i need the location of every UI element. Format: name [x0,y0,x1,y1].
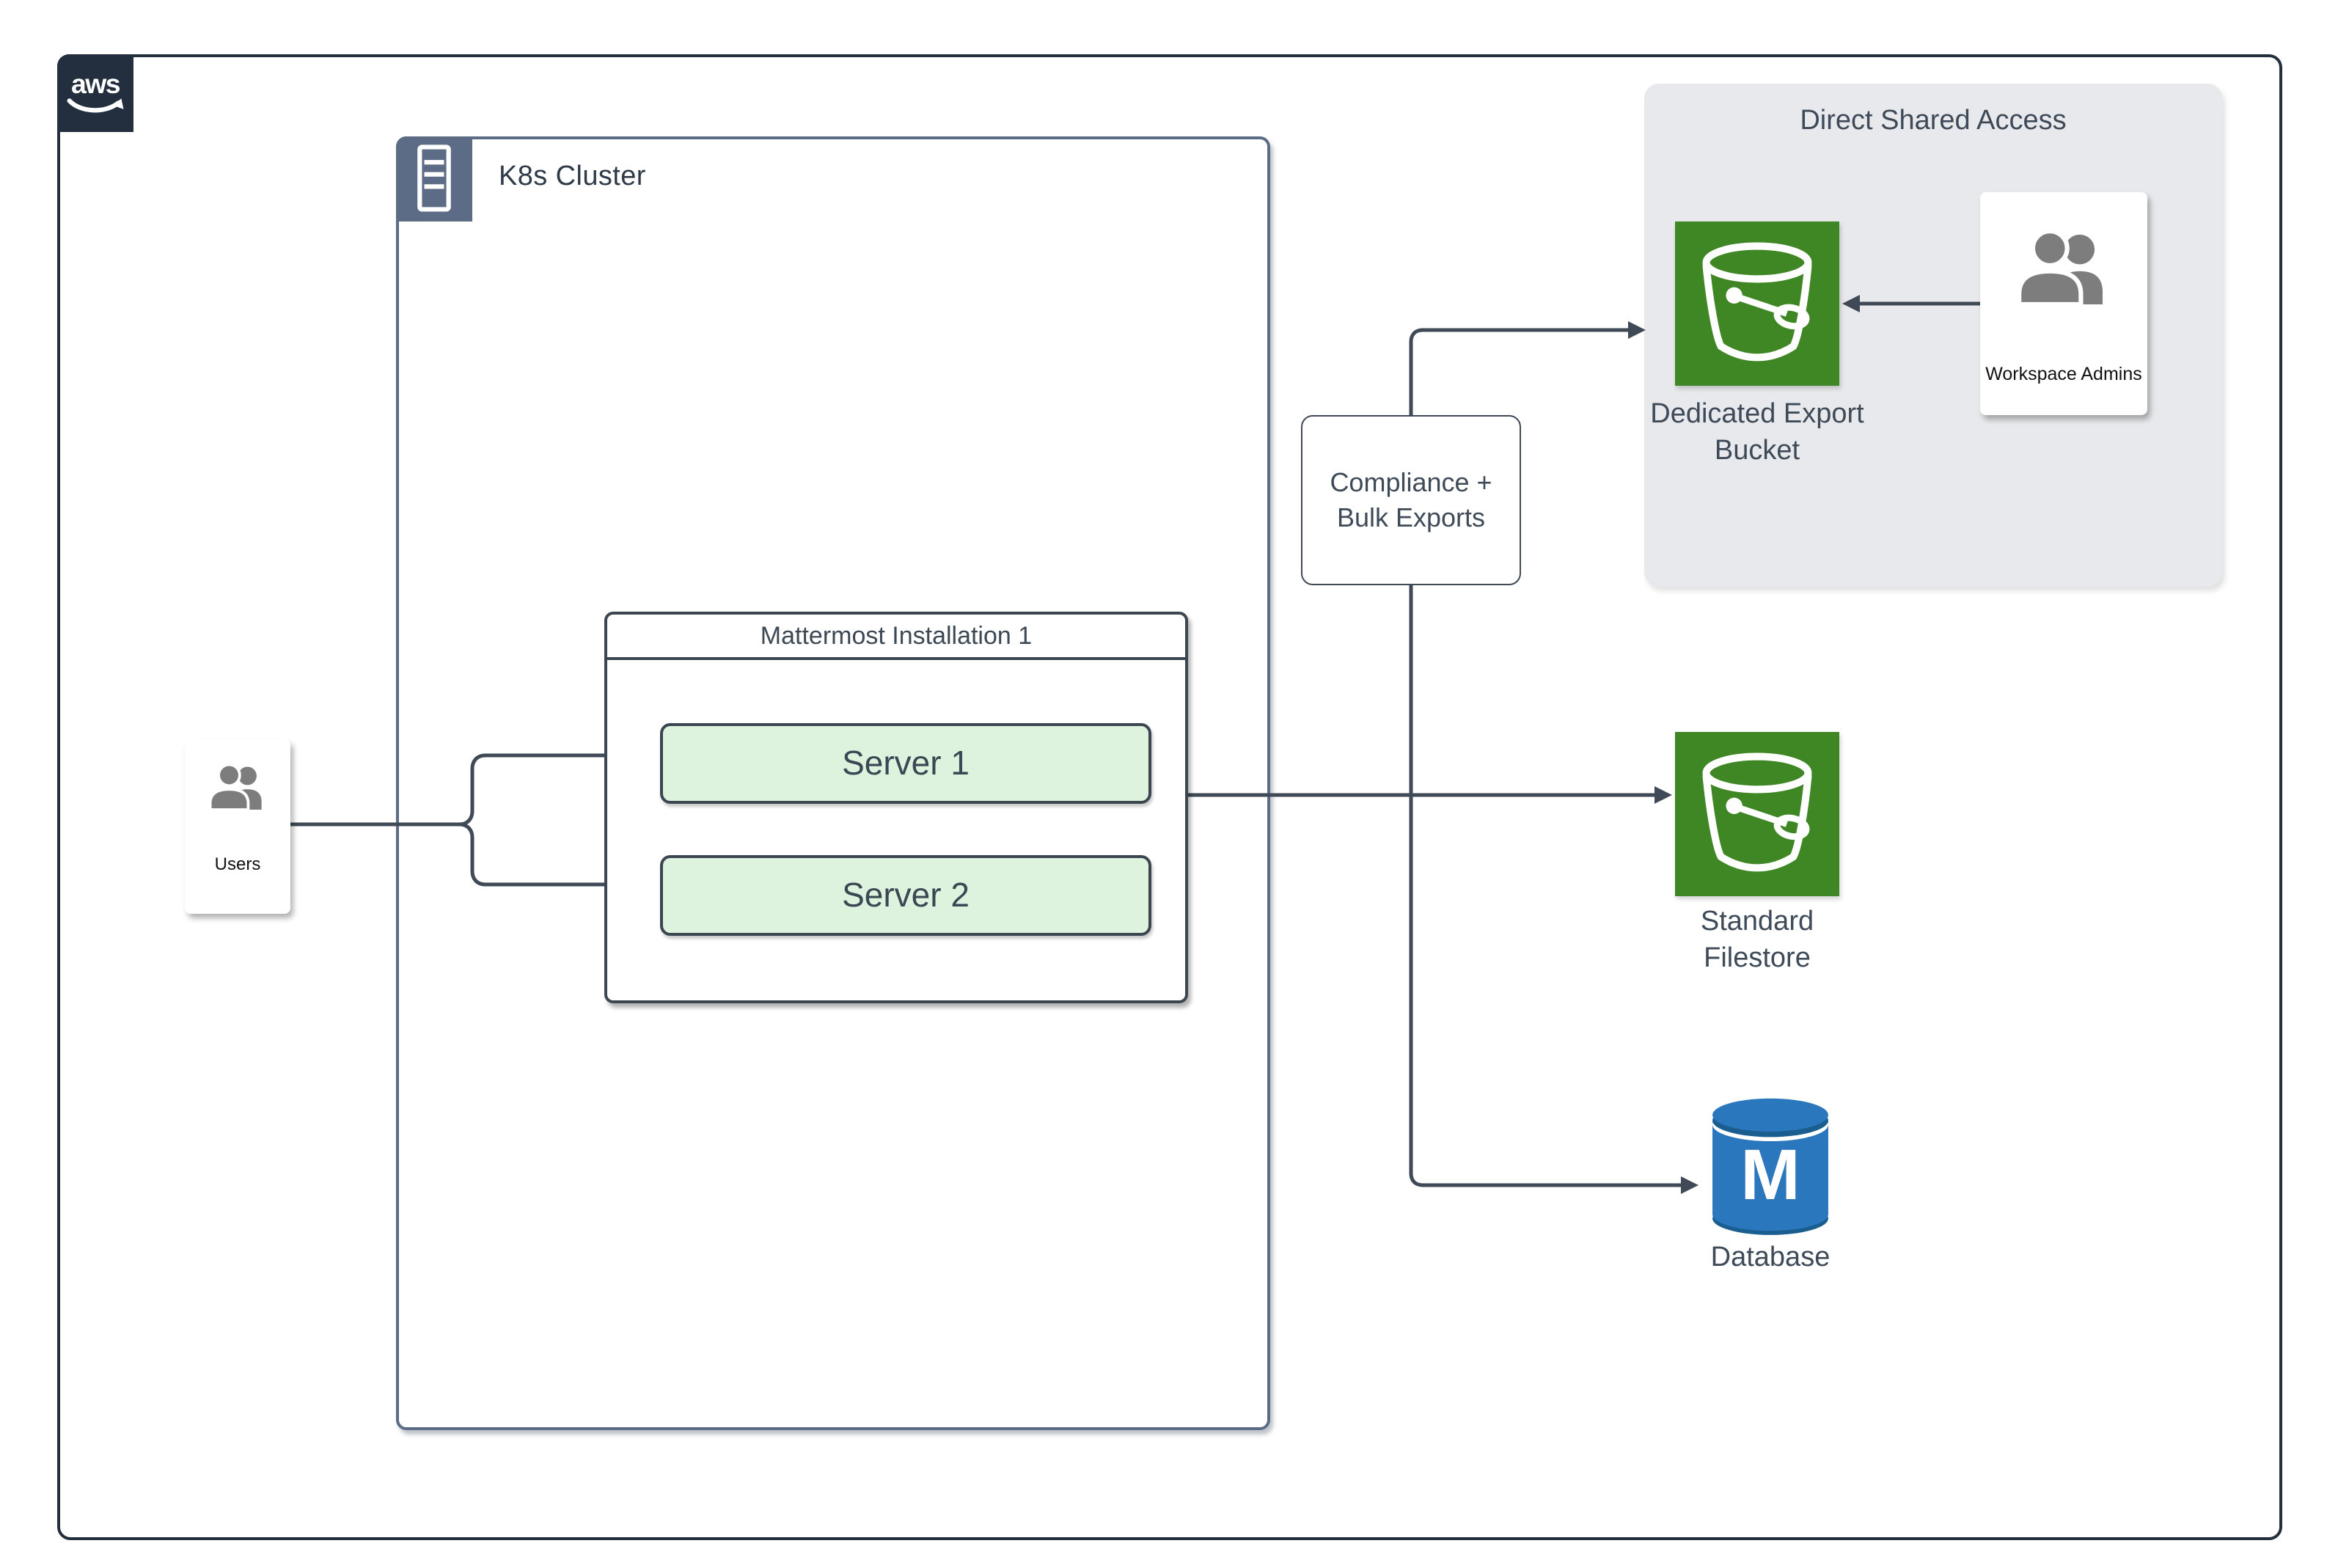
users-label: Users [214,854,261,874]
server-1-label: Server 1 [842,744,970,782]
workspace-admins-label: Workspace Admins [1985,364,2142,384]
mattermost-installation-container [604,612,1188,1003]
standard-filestore-label-line1: Standard [1700,906,1814,937]
k8s-cluster-label: K8s Cluster [499,161,646,192]
standard-filestore-label: Standard Filestore [1610,904,1904,977]
dedicated-export-bucket-label: Dedicated Export Bucket [1581,396,1933,469]
mattermost-installation-title: Mattermost Installation 1 [760,622,1033,650]
s3-bucket-icon [1702,242,1812,362]
aws-boundary-frame [57,54,2282,1540]
standard-filestore-node [1675,732,1839,896]
compliance-bulk-exports-node: Compliance + Bulk Exports [1301,415,1521,585]
compliance-label-line1: Compliance + [1330,468,1492,497]
database-monogram: M [1740,1135,1800,1215]
database-cylinder-icon: M [1712,1098,1828,1235]
database-label: Database [1710,1242,1831,1273]
direct-shared-access-title: Direct Shared Access [1800,106,2067,136]
aws-logo-icon: aws [67,68,124,113]
k8s-corner-badge [396,136,472,221]
workspace-admins-node [1980,192,2147,415]
k8s-cluster-container [396,136,1270,1430]
s3-bucket-icon [1702,752,1812,872]
dedicated-export-bucket-label-line2: Bucket [1714,436,1800,466]
server-2-label: Server 2 [842,876,970,914]
workspace-admins-icon [2017,229,2103,307]
mattermost-title-divider [604,657,1188,660]
dedicated-export-bucket-label-line1: Dedicated Export [1650,399,1864,430]
aws-logo: aws [57,54,133,132]
compliance-label-line2: Bulk Exports [1336,503,1486,532]
dedicated-export-bucket-node [1675,221,1839,386]
server-1-node: Server 1 [660,723,1151,804]
aws-logo-text: aws [71,68,120,99]
users-node [185,739,290,914]
users-icon [208,763,262,811]
standard-filestore-label-line2: Filestore [1704,943,1811,974]
server-rack-icon [417,144,451,212]
database-node: M [1701,1088,1839,1241]
server-2-node: Server 2 [660,855,1151,936]
